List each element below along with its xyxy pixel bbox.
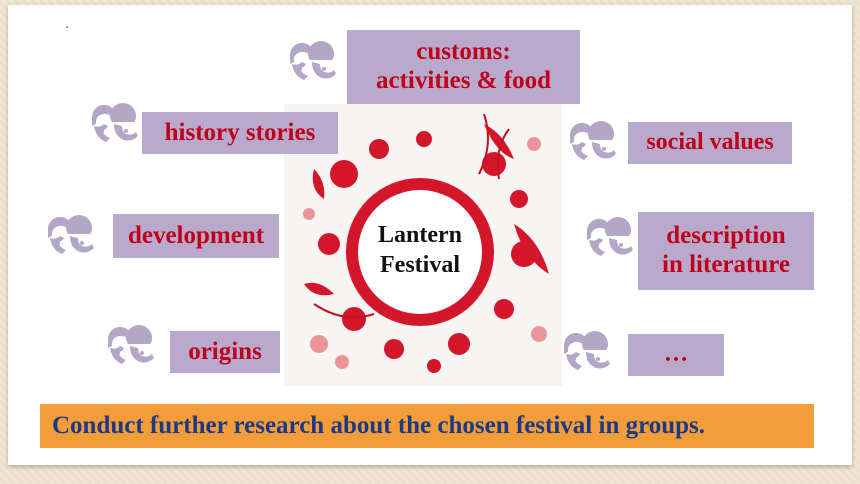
speaking-heads-icon	[560, 328, 616, 374]
speaking-heads-icon	[104, 322, 160, 368]
floral-wreath-icon	[303, 113, 549, 373]
center-label-line2: Festival	[380, 252, 460, 278]
topic-customs-line2: activities & food	[376, 67, 551, 94]
topic-description: description in literature	[638, 212, 814, 290]
speaking-heads-icon	[566, 118, 622, 164]
instruction-banner: Conduct further research about the chose…	[40, 404, 814, 448]
speaking-heads-icon	[44, 212, 100, 258]
center-label: Lantern Festival	[360, 220, 480, 280]
topic-more: …	[628, 334, 724, 376]
center-label-line1: Lantern	[378, 222, 462, 248]
speaking-heads-icon	[583, 214, 639, 260]
topic-history: history stories	[142, 112, 338, 154]
topic-description-line1: description	[666, 222, 786, 250]
decorative-dot	[66, 26, 68, 28]
speaking-heads-icon	[88, 100, 144, 146]
topic-development: development	[113, 214, 279, 258]
topic-origins: origins	[170, 331, 280, 373]
topic-description-line2: in literature	[662, 251, 790, 278]
topic-social: social values	[628, 122, 792, 164]
topic-customs: customs: activities & food	[347, 30, 580, 104]
speaking-heads-icon	[286, 38, 342, 84]
topic-customs-line1: customs:	[416, 38, 511, 66]
